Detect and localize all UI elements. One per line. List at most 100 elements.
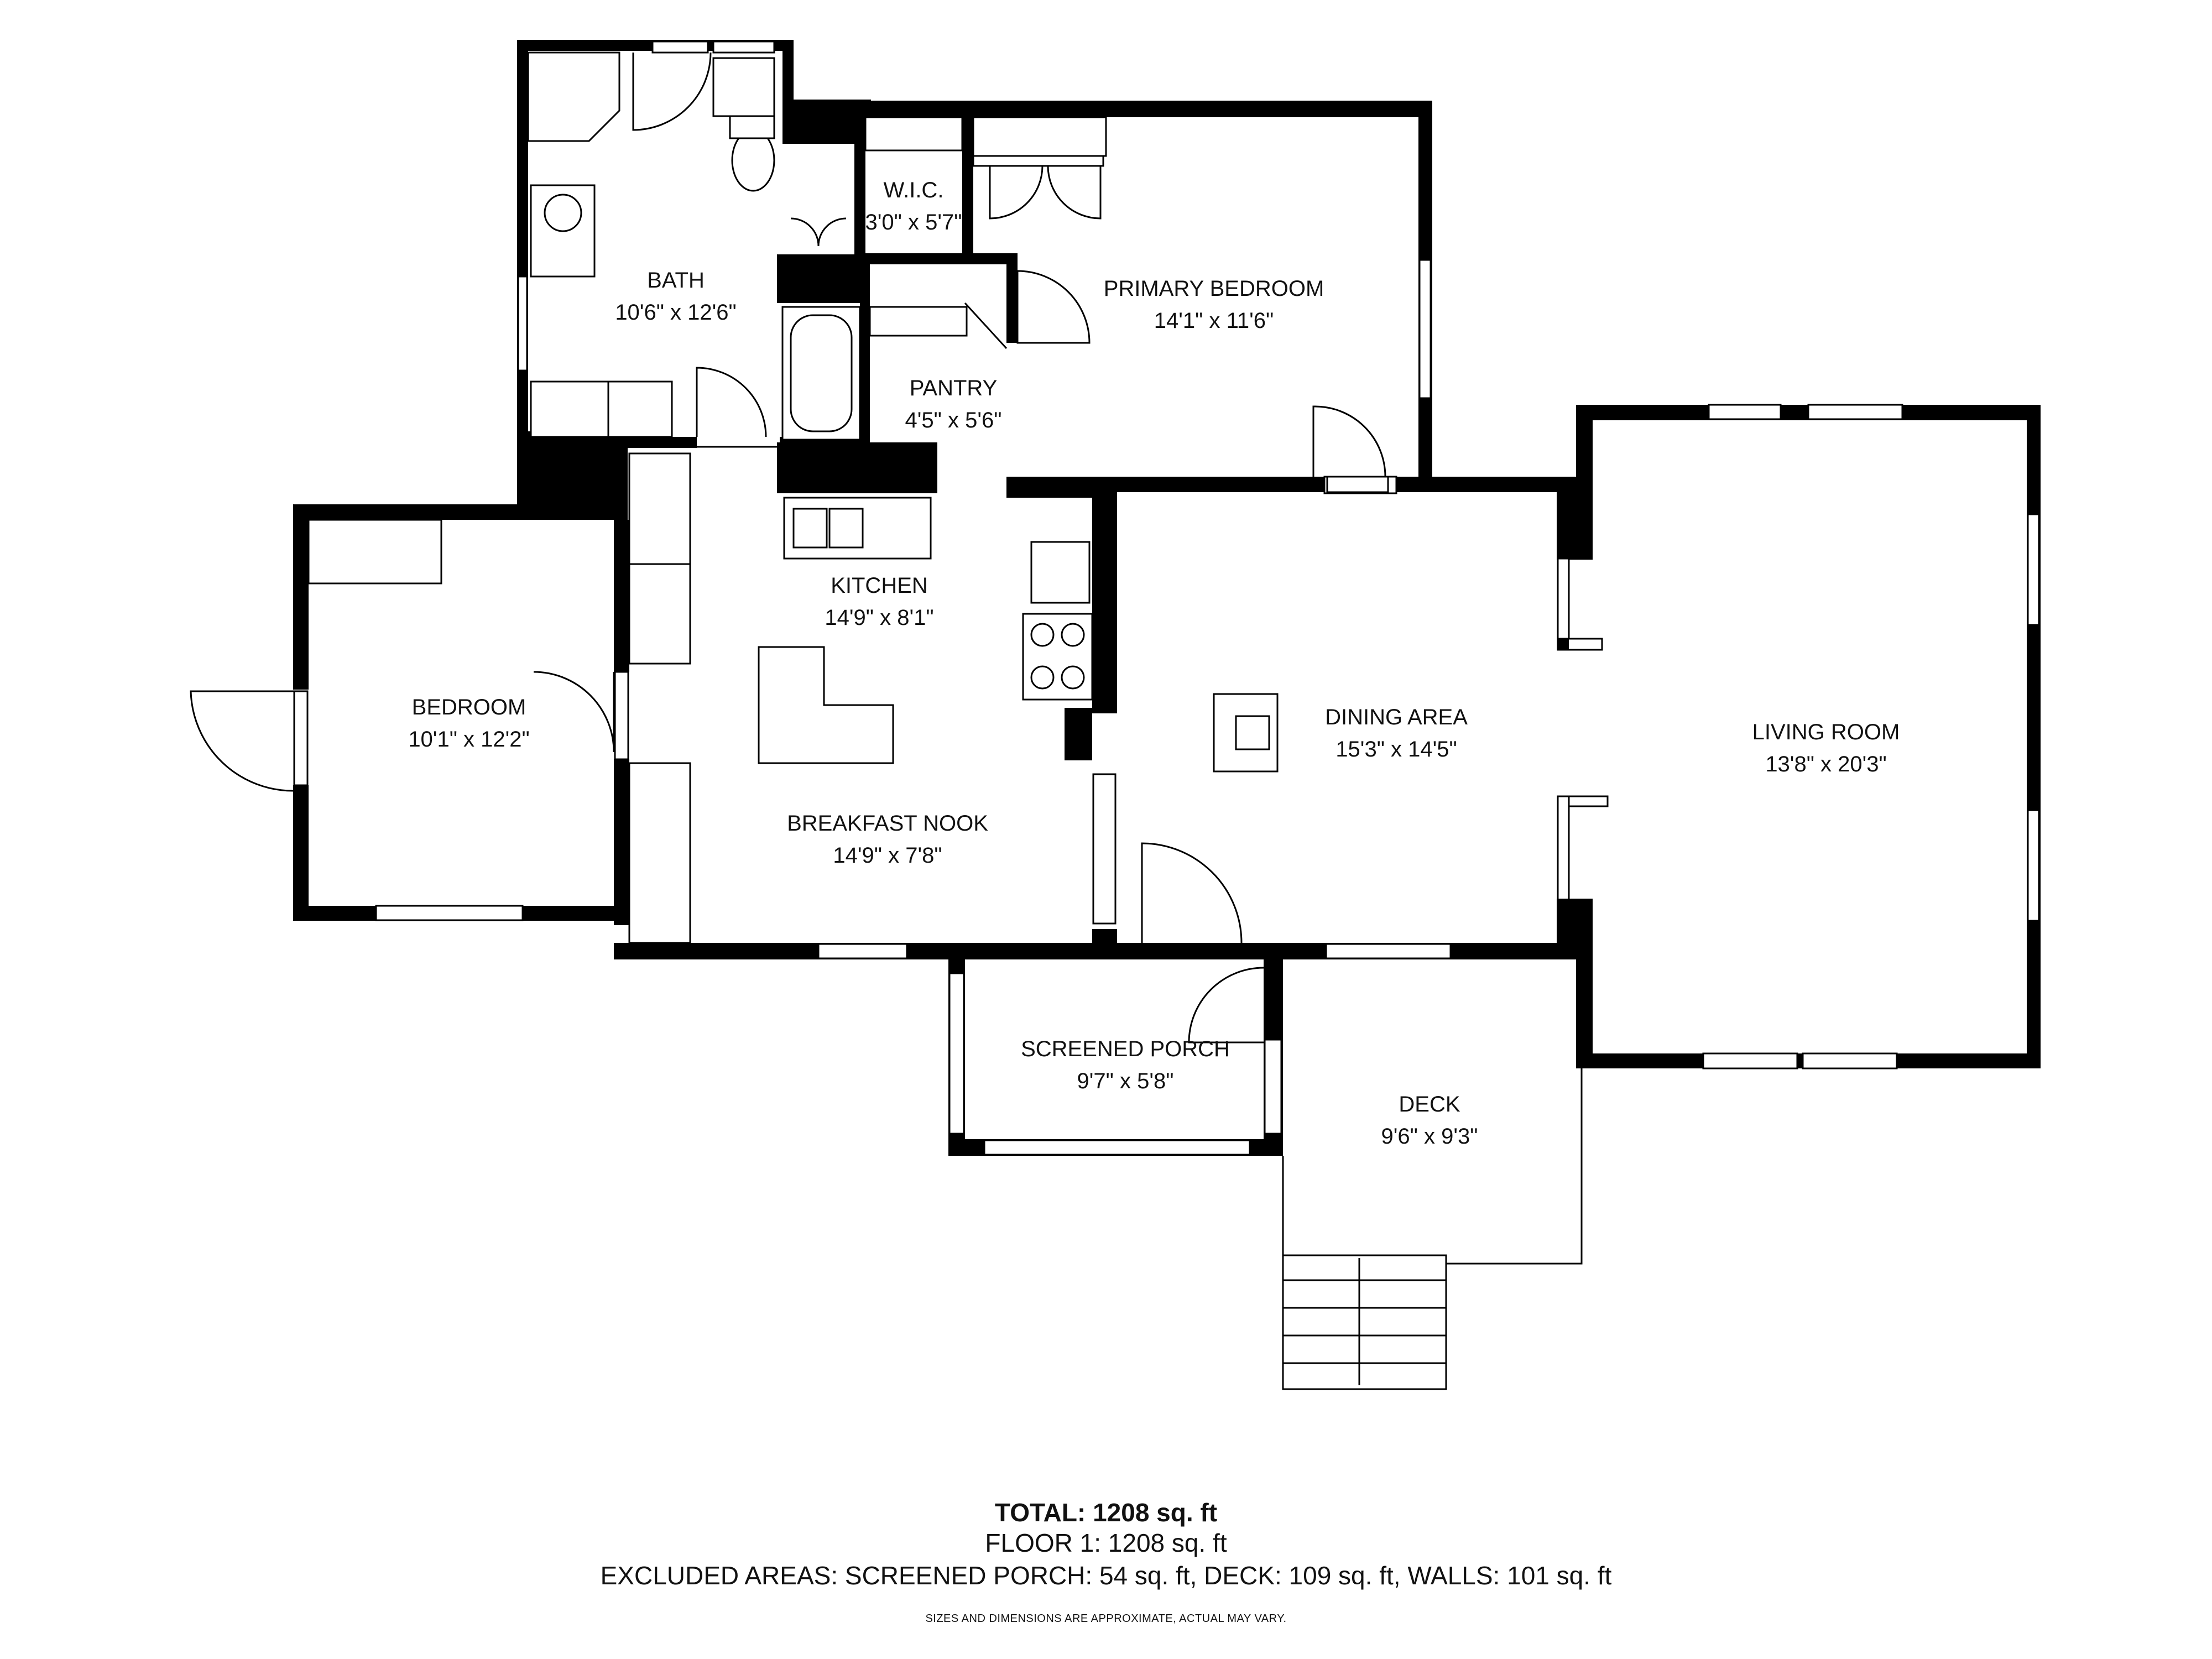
wall	[293, 504, 309, 690]
shower	[527, 51, 620, 142]
sink-icon	[828, 508, 864, 549]
window	[1708, 404, 1782, 420]
door-swing	[817, 217, 847, 247]
wall	[962, 117, 973, 261]
toilet-seat	[729, 115, 775, 139]
room-dimensions-living-room: 13'8" x 20'3"	[1765, 752, 1886, 776]
door-swing	[533, 671, 615, 753]
door-swing	[989, 165, 1044, 220]
deck	[1282, 1068, 1583, 1390]
wall	[1006, 254, 1018, 343]
fridge	[1030, 541, 1091, 604]
window	[293, 690, 309, 786]
wall	[2027, 405, 2041, 1068]
burner-icon	[1061, 665, 1085, 690]
room-dimensions-wic: 3'0" x 5'7"	[865, 210, 962, 234]
door-swing	[632, 52, 712, 131]
room-dimensions-bedroom: 10'1" x 12'2"	[408, 727, 529, 752]
room-name-living-room: LIVING ROOM	[1752, 720, 1900, 744]
wall	[1557, 899, 1593, 959]
door-leaf	[964, 302, 1008, 349]
window	[948, 972, 965, 1135]
door-swing	[1047, 165, 1102, 220]
doors	[190, 52, 1386, 1044]
wall	[614, 520, 629, 672]
room-name-deck: DECK	[1399, 1092, 1460, 1117]
room-dimensions-screened-porch: 9'7" x 5'8"	[1077, 1069, 1174, 1093]
wall	[854, 117, 865, 283]
wall	[777, 254, 868, 303]
wall	[860, 254, 870, 448]
closet	[307, 519, 442, 585]
room-dimensions-primary-bedroom: 14'1" x 11'6"	[1154, 309, 1274, 333]
room-dimensions-bath: 10'6" x 12'6"	[615, 300, 736, 325]
fixtures	[307, 51, 1279, 944]
room-name-screened-porch: SCREENED PORCH	[1021, 1037, 1230, 1061]
total-area: TOTAL: 1208 sq. ft	[994, 1498, 1218, 1527]
counter	[628, 762, 691, 944]
window	[1326, 476, 1389, 493]
cabinet	[530, 380, 673, 438]
room-labels: BATH 10'6" x 12'6" W.I.C. 3'0" x 5'7" PR…	[408, 178, 1900, 1149]
wall	[517, 40, 528, 432]
room-dimensions-pantry: 4'5" x 5'6"	[905, 408, 1002, 432]
window	[1325, 943, 1452, 959]
wall	[785, 101, 1432, 117]
window	[1418, 259, 1432, 399]
wall	[1558, 639, 1569, 650]
room-name-wic: W.I.C.	[884, 178, 944, 202]
counter	[628, 563, 691, 665]
window	[1702, 1052, 1798, 1070]
room-name-kitchen: KITCHEN	[831, 573, 928, 598]
wall-stubs	[1557, 492, 1609, 959]
window	[2027, 513, 2040, 626]
wall	[777, 442, 937, 493]
wall	[1557, 492, 1593, 560]
window	[1557, 795, 1570, 908]
shelf	[864, 116, 963, 152]
window	[1807, 404, 1903, 420]
wall	[293, 504, 525, 520]
wall	[517, 431, 628, 520]
window	[1802, 1052, 1898, 1070]
wall	[1006, 477, 1117, 498]
door-swing	[1141, 842, 1243, 943]
room-name-pantry: PANTRY	[910, 376, 998, 400]
room-name-primary-bedroom: PRIMARY BEDROOM	[1104, 276, 1324, 301]
room-name-dining-area: DINING AREA	[1325, 705, 1468, 729]
toilet-tank	[712, 57, 775, 117]
wall	[1092, 492, 1117, 713]
stove	[1022, 613, 1093, 701]
burner-icon	[1030, 665, 1055, 690]
bathtub-basin	[790, 314, 853, 432]
window	[817, 943, 908, 959]
disclaimer: SIZES AND DIMENSIONS ARE APPROXIMATE, AC…	[925, 1613, 1287, 1625]
room-dimensions-breakfast-nook: 14'9" x 7'8"	[833, 843, 942, 868]
door-swing	[1188, 967, 1264, 1044]
door-swing	[190, 690, 295, 792]
window	[614, 671, 629, 760]
window	[517, 275, 528, 372]
room-dimensions-dining-area: 15'3" x 14'5"	[1335, 737, 1457, 761]
floor-area: FLOOR 1: 1208 sq. ft	[985, 1528, 1227, 1557]
door-swing	[1016, 270, 1091, 344]
room-name-bath: BATH	[647, 268, 705, 293]
window	[1092, 773, 1117, 925]
wall	[782, 40, 794, 106]
window	[651, 40, 709, 54]
excluded-areas: EXCLUDED AREAS: SCREENED PORCH: 54 sq. f…	[600, 1561, 1612, 1590]
stairs	[1282, 1254, 1447, 1390]
window	[375, 905, 524, 921]
sink-icon	[792, 508, 828, 549]
fireplace-insert	[1235, 715, 1270, 750]
windows	[293, 40, 2040, 1156]
room-name-bedroom: BEDROOM	[412, 695, 526, 719]
window	[983, 1139, 1251, 1156]
door-swing	[790, 217, 820, 247]
room-dimensions-kitchen: 14'9" x 8'1"	[825, 606, 933, 630]
shelf	[869, 306, 968, 337]
sink-icon	[544, 194, 582, 232]
window	[1557, 557, 1570, 643]
kitchen-island	[758, 646, 894, 764]
